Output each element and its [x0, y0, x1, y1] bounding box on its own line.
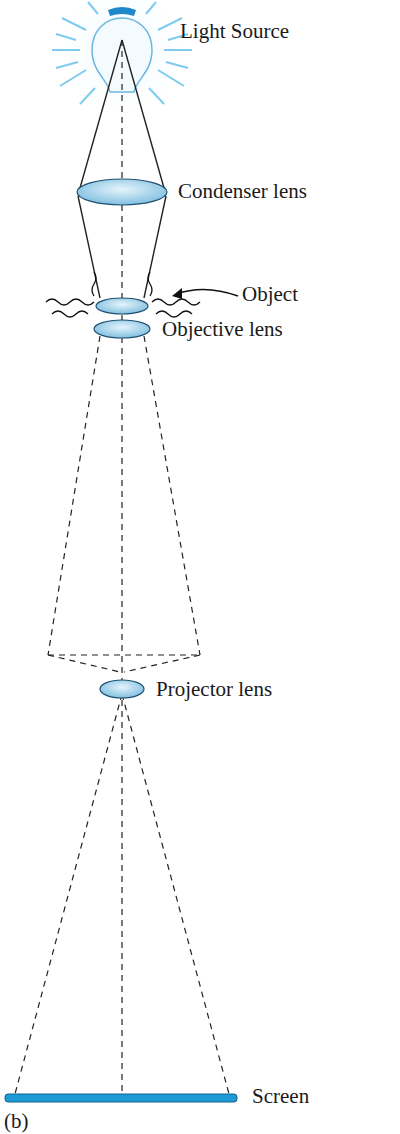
objective-lens [94, 320, 150, 338]
part-label: Screen [252, 1085, 309, 1108]
condenser-lens [77, 179, 167, 205]
object-pointer [176, 289, 238, 296]
light-cone [78, 40, 166, 298]
figure-label: (b) [4, 1110, 29, 1133]
part-label: Condenser lens [178, 180, 307, 203]
bulb-cap [108, 7, 136, 16]
object-slide [96, 298, 148, 314]
image-rays [15, 336, 229, 1094]
screen-bar [5, 1094, 237, 1102]
projector-lens [100, 680, 144, 698]
scattered-waves [46, 272, 200, 317]
object-pointer-head [172, 288, 182, 299]
part-label: Object [242, 283, 298, 306]
light-glow [52, 0, 192, 120]
part-label: Projector lens [156, 678, 272, 701]
part-label: Objective lens [162, 318, 283, 341]
part-label: Light Source [180, 20, 289, 43]
